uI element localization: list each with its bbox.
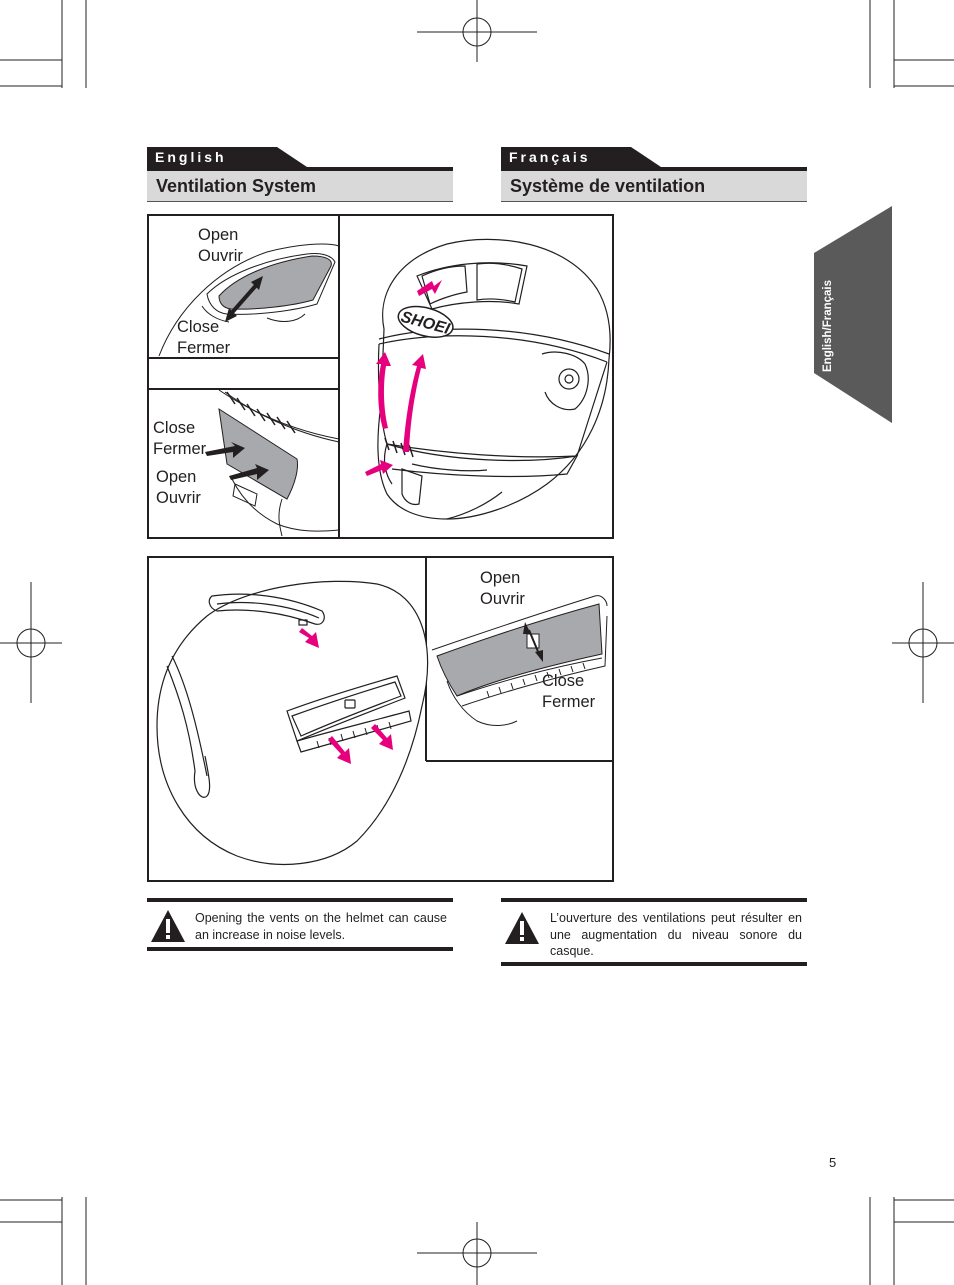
side-language-tab-label: English/Français [822, 279, 834, 372]
top-vent-open-label: Open Ouvrir [198, 226, 243, 265]
figure-front-helmet-vents: SHOEI [147, 214, 614, 539]
section-title-french-text: Système de ventilation [510, 176, 706, 196]
language-tab-french: Français [501, 147, 661, 167]
section-title-english: Ventilation System [147, 167, 453, 202]
language-tab-english: English [147, 147, 307, 167]
rear-pink-arrows [299, 628, 393, 764]
figure-rear-helmet-vents [147, 556, 614, 882]
warning-french-text: L’ouverture des ventilations peut résult… [550, 911, 802, 958]
open-arrow-icon [229, 464, 269, 480]
warning-icon [151, 910, 185, 942]
chin-vent-illustration [218, 389, 340, 537]
chin-vent-close-label: Close Fermer [153, 419, 207, 458]
pink-arrows [365, 280, 442, 476]
warning-english-text: Opening the vents on the helmet can caus… [195, 911, 447, 942]
chin-vent-open-label: Open Ouvrir [156, 468, 201, 507]
front-helmet-illustration [377, 238, 611, 520]
side-language-tab [814, 206, 892, 423]
rear-vent-double-arrow-icon [523, 622, 543, 662]
language-tab-english-label: English [155, 149, 227, 165]
top-vent-close-label: Close Fermer [177, 318, 231, 357]
section-title-english-text: Ventilation System [156, 176, 317, 196]
warning-french: L’ouverture des ventilations peut résult… [501, 898, 807, 966]
warning-english: Opening the vents on the helmet can caus… [147, 898, 453, 951]
language-tab-french-label: Français [509, 149, 591, 165]
close-arrow-icon [205, 442, 245, 458]
rear-helmet-illustration [156, 580, 429, 865]
section-title-french: Système de ventilation [501, 167, 807, 202]
double-arrow-icon [225, 276, 263, 322]
warning-icon [505, 912, 539, 944]
page-number: 5 [829, 1155, 837, 1170]
rear-vent-close-label: Close Fermer [542, 672, 596, 711]
rear-vent-open-label: Open Ouvrir [480, 569, 525, 608]
